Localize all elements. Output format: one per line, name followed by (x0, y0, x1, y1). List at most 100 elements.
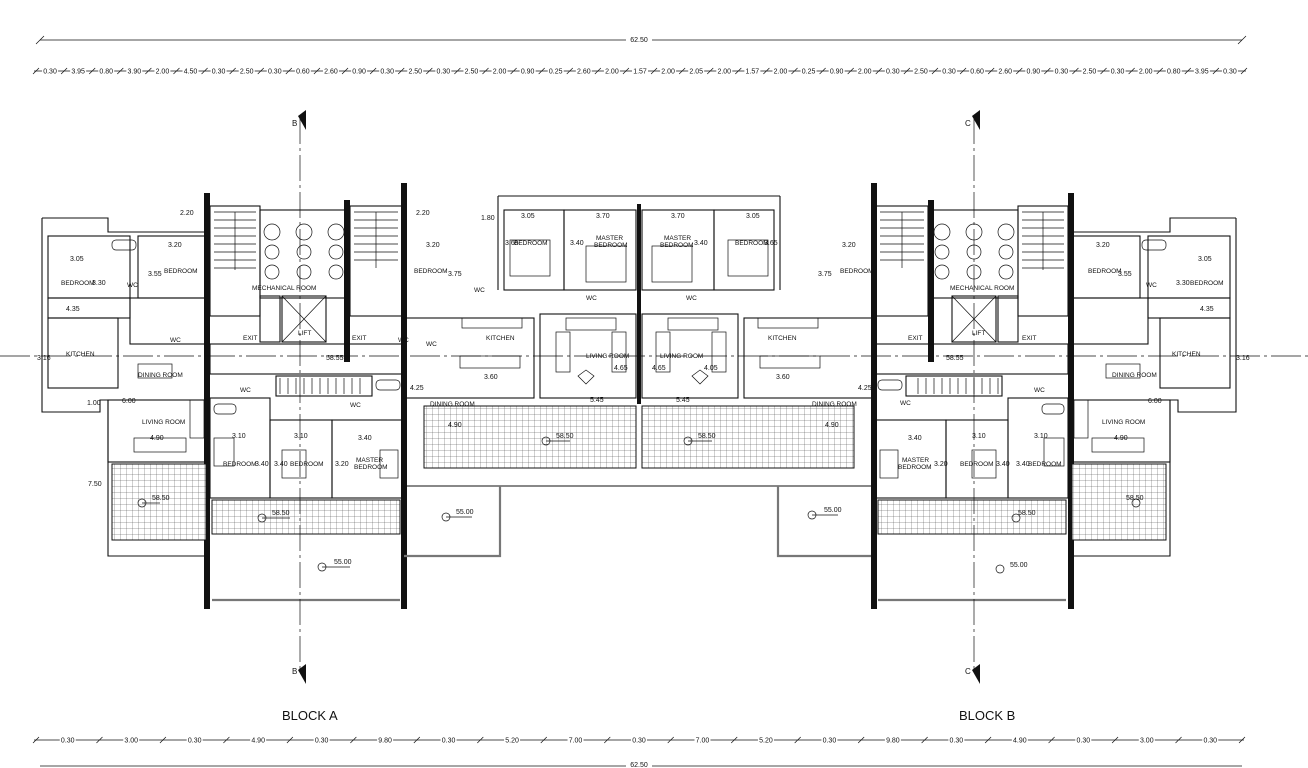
dim-label: 3.75 (448, 271, 462, 278)
room-master-line2: BEDROOM (354, 464, 388, 471)
dim-label: 4.35 (66, 306, 80, 313)
dimension-label-bg (1165, 67, 1182, 75)
dimension-label: 0.30 (823, 738, 837, 745)
dimension-tick (921, 736, 928, 744)
dimension-label: 0.30 (1223, 69, 1237, 76)
dimension-label: 1.57 (746, 69, 760, 76)
dimension-label: 0.90 (352, 69, 366, 76)
room-bedroom: BEDROOM (61, 280, 95, 287)
dimension-tick (678, 67, 686, 75)
dim-label: 6.00 (1148, 398, 1162, 405)
center-units-plan (403, 195, 877, 558)
dimension-tick (667, 736, 674, 744)
dim-label: 4.25 (410, 385, 424, 392)
dimension-tick (413, 736, 421, 744)
room-bedroom: BEDROOM (223, 461, 257, 468)
dim-label: 3.60 (484, 374, 498, 381)
dim-label: 3.10 (972, 433, 986, 440)
dimension-tick (454, 67, 461, 75)
dimension-tick (286, 736, 294, 744)
dim-label: 3.40 (570, 240, 584, 247)
overall-dimension-bottom: 62.50 (40, 760, 1242, 768)
dimension-label-bg (322, 67, 339, 75)
room-dining: DINING ROOM (1112, 372, 1157, 379)
room-kitchen: KITCHEN (486, 335, 515, 342)
dimension-tick (791, 67, 798, 75)
dimension-tick (984, 736, 992, 744)
dimension-label: 0.30 (315, 738, 329, 745)
dimension-label-bg (884, 736, 901, 744)
room-master-line2: BEDROOM (898, 464, 932, 471)
section-b-top: B (292, 119, 297, 128)
dimension-label: 3.95 (1195, 69, 1209, 76)
dimension-label: 0.30 (942, 69, 956, 76)
dimension-label: 0.30 (1111, 69, 1125, 76)
dimension-tick (566, 67, 574, 75)
room-wc: WC (900, 400, 911, 407)
dimension-tick (763, 67, 770, 75)
dimension-label-bg (772, 67, 789, 75)
dimension-tick (341, 67, 349, 75)
interior-dimensions: 3.05 3.20 3.30 3.55 4.35 3.16 1.00 6.00 … (37, 210, 1250, 488)
room-kitchen: KITCHEN (768, 335, 797, 342)
dimension-label-bg (631, 736, 647, 744)
dimension-label-bg (351, 67, 368, 75)
dimension-tick (735, 67, 742, 75)
dimension-tick (1238, 736, 1246, 744)
dimension-tick (229, 67, 236, 75)
dimension-label-bg (154, 67, 171, 75)
dimension-label: 9.80 (378, 738, 392, 745)
dimension-label-bg (294, 67, 311, 75)
room-master-line1: MASTER (356, 457, 383, 464)
dimension-tick (117, 67, 124, 75)
dimension-label: 0.60 (970, 69, 984, 76)
dimension-tick (1212, 67, 1220, 75)
level-label: 55.00 (334, 559, 352, 566)
dim-label: 3.16 (37, 355, 51, 362)
dimension-label: 2.60 (577, 69, 591, 76)
level-label: 55.00 (1010, 562, 1028, 569)
dimension-label: 2.60 (324, 69, 338, 76)
dimension-tick (1044, 67, 1051, 75)
dim-label: 6.00 (122, 398, 136, 405)
section-c-bottom: C (965, 667, 971, 676)
dim-label: 3.20 (1096, 242, 1110, 249)
dimension-tick (173, 67, 180, 75)
block-a-title: BLOCK A (282, 708, 338, 723)
dimension-label-bg (603, 67, 620, 75)
dim-label: 3.20 (934, 461, 948, 468)
dimension-label: 2.00 (661, 69, 675, 76)
dim-label: 3.20 (335, 461, 349, 468)
dim-label: 5.45 (676, 397, 690, 404)
dimension-tick (987, 67, 995, 75)
dim-label: 3.40 (358, 435, 372, 442)
room-bedroom: BEDROOM (840, 268, 874, 275)
dimension-label-bg (1109, 67, 1126, 75)
dimension-label-bg (688, 67, 705, 75)
dimension-label-bg (884, 67, 901, 75)
room-living: LIVING ROOM (1102, 419, 1145, 426)
dimension-tick (145, 67, 152, 75)
dimension-tick (1048, 736, 1055, 744)
level-label: 58.55 (326, 355, 344, 362)
dim-label: 3.55 (148, 271, 162, 278)
level-label: 58.50 (1018, 510, 1036, 517)
dim-label: 4.05 (704, 365, 718, 372)
dimension-tick (96, 736, 103, 744)
dimension-label: 0.30 (632, 738, 646, 745)
dim-label: 3.05 (1198, 256, 1212, 263)
dimension-label-bg (377, 736, 394, 744)
dimension-tick (1175, 736, 1182, 744)
dimension-label-bg (123, 736, 140, 744)
dim-label: 3.60 (776, 374, 790, 381)
dimension-label: 2.00 (717, 69, 731, 76)
dim-label: 3.30 (92, 280, 106, 287)
dimension-label: 2.00 (774, 69, 788, 76)
dimension-tick (1072, 67, 1079, 75)
room-master-line1: MASTER (596, 235, 623, 242)
dim-label: 4.35 (1200, 306, 1214, 313)
dim-label: 2.20 (416, 210, 430, 217)
room-living: LIVING ROOM (660, 353, 703, 360)
dim-label: 3.05 (521, 213, 535, 220)
